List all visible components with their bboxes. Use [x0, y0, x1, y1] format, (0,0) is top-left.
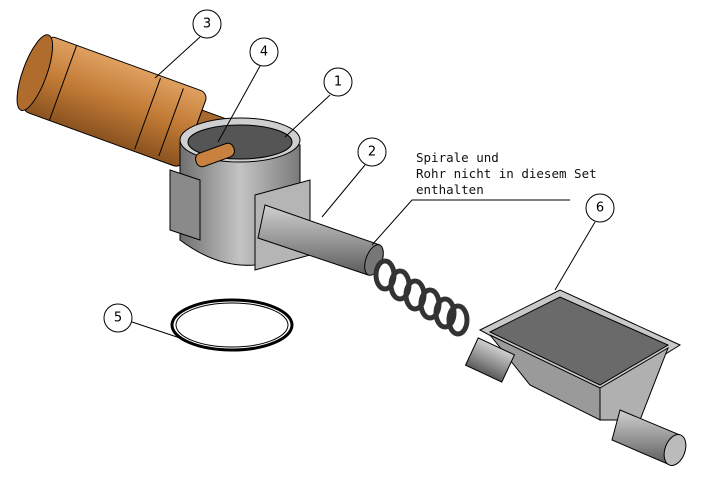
- svg-text:1: 1: [334, 75, 342, 90]
- svg-text:5: 5: [114, 311, 122, 326]
- svg-text:3: 3: [203, 17, 211, 32]
- clamp-ring-part: [170, 298, 294, 352]
- balloon-1: 1: [323, 67, 353, 97]
- leader-lines: [131, 36, 596, 339]
- balloon-3: 3: [192, 9, 222, 39]
- balloon-2: 2: [357, 137, 387, 167]
- annotation-note: Spirale und Rohr nicht in diesem Set ent…: [416, 150, 597, 198]
- hopper-part: [464, 289, 687, 466]
- housing-part: [169, 117, 311, 271]
- note-line-2: Rohr nicht in diesem Set: [416, 166, 597, 181]
- balloon-6: 6: [585, 193, 615, 223]
- spiral-part: [373, 258, 470, 337]
- balloon-4: 4: [249, 37, 279, 67]
- note-line-1: Spirale und: [416, 150, 499, 165]
- svg-text:2: 2: [368, 145, 376, 160]
- balloon-5: 5: [103, 303, 133, 333]
- svg-text:6: 6: [596, 201, 604, 216]
- svg-text:4: 4: [260, 45, 268, 60]
- note-line-3: enthalten: [416, 182, 484, 197]
